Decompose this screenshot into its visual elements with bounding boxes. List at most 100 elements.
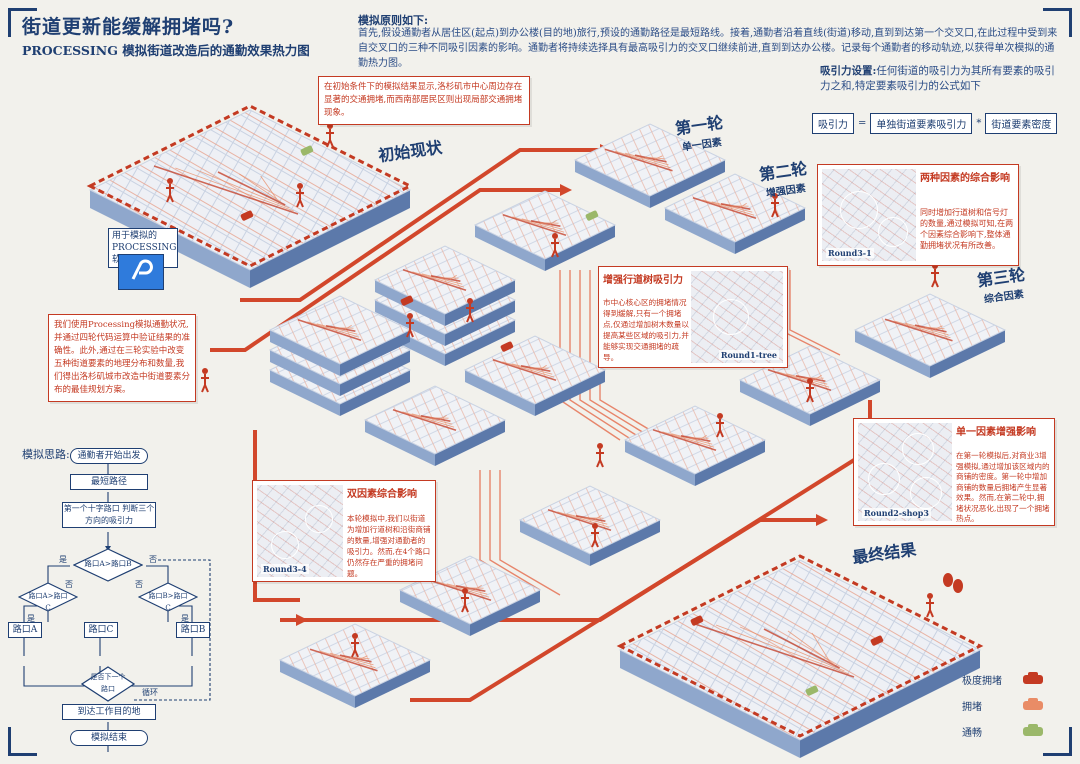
flow-line-initial-to-round1 — [240, 148, 600, 302]
heat-trail — [492, 359, 557, 381]
flow-no-1: 否 — [149, 555, 157, 564]
heat-trail — [392, 409, 457, 431]
heat-trail — [566, 513, 608, 525]
focus-circle — [902, 433, 934, 465]
person-figure-icon — [806, 378, 814, 403]
car-icon — [240, 210, 254, 221]
heat-trail — [814, 374, 822, 381]
panel-combined: Round3-1 两种因素的综合影响 同时增加行道树和信号灯的数量,通过模拟可知… — [817, 164, 1019, 266]
heat-trail — [402, 269, 467, 291]
panel-combined-text: 同时增加行道树和信号灯的数量,通过模拟可知,在两个因素综合影响下,整体通勤拥堵状… — [920, 208, 1014, 250]
focus-circle — [713, 299, 749, 335]
principle-body: 首先,假设通勤者从居住区(起点)到办公楼(目的地)旅行,预设的通勤路径是最短路线… — [358, 28, 1058, 69]
flow-node-a: 路口A — [8, 622, 42, 638]
legend-car-icon — [1023, 698, 1043, 710]
focus-circle — [305, 505, 333, 533]
heat-trail — [359, 655, 368, 660]
person-figure-icon — [351, 633, 359, 658]
person-figure-icon — [596, 443, 604, 468]
heat-trail — [316, 323, 358, 335]
board-side-left — [270, 370, 340, 416]
board-side-left — [270, 350, 340, 396]
flow-end: 模拟结束 — [70, 730, 148, 746]
heat-trail — [904, 322, 949, 336]
heat-trail — [402, 411, 455, 428]
board-side-left — [575, 160, 650, 208]
person-figure-icon — [296, 183, 304, 208]
board-round3-d — [518, 485, 662, 566]
legend-item: 通畅 — [962, 723, 1046, 739]
focus-circle — [271, 531, 299, 559]
panel-single-map: Round2-shop3 — [858, 423, 952, 521]
heat-trail — [739, 626, 845, 672]
focus-circle — [868, 463, 900, 495]
heat-trail — [624, 152, 669, 166]
flow-d2-label: 路口A>路口C — [28, 592, 68, 612]
board-round1 — [573, 123, 727, 208]
flow-node-c: 路口C — [84, 622, 118, 638]
flowchart-title: 模拟思路: — [22, 448, 70, 461]
board-side-left — [465, 370, 535, 416]
person-figure-icon — [591, 523, 599, 548]
heat-trail — [594, 514, 602, 521]
heat-trail — [691, 622, 855, 678]
heat-trail — [777, 371, 830, 388]
car-icon — [805, 685, 819, 696]
person-figure-icon — [166, 178, 174, 203]
board-round3-a — [363, 385, 507, 466]
person-figure-icon — [551, 233, 559, 258]
board-round2-c — [463, 335, 607, 416]
legend-car-icon — [1023, 672, 1043, 684]
final-barrier — [616, 554, 984, 738]
panel-single-heading: 单一因素增强影响 — [956, 427, 1036, 438]
panel-tree: Round1-tree 增强行道树吸引力 市中心核心区的拥堵情况得到缓解,只有一… — [598, 266, 788, 368]
board-side-right — [545, 225, 615, 271]
heat-trail — [217, 171, 286, 206]
board-side-left — [365, 420, 435, 466]
page-subtitle: PROCESSING 模拟街道改造后的通勤效果热力图 — [22, 43, 310, 58]
board-side-left — [665, 208, 735, 254]
label-round1: 第一轮 单一因素 — [674, 109, 727, 154]
heat-trail — [502, 361, 555, 378]
board-side-right — [695, 440, 765, 486]
heat-trail — [344, 324, 352, 331]
flow-decision-3 — [138, 582, 198, 612]
panel-tree-text: 市中心核心区的拥堵情况得到缓解,只有一个拥堵点,仅通过增加树木数量以提高某些区域… — [603, 298, 689, 362]
person-figure-icon — [931, 263, 939, 288]
person-figure-icon — [466, 298, 474, 323]
page-title: 街道更新能缓解拥堵吗? — [22, 16, 235, 38]
formula-term1: 单独街道要素吸引力 — [870, 113, 973, 134]
panel-dual: Round3-4 双因素综合影响 本轮模拟中,我们以街道为增加行道树和沿街商铺的… — [252, 480, 436, 582]
processing-logo-icon — [119, 255, 163, 289]
heat-trail — [511, 363, 553, 375]
person-figure-icon — [771, 193, 779, 218]
person-figure-icon — [201, 368, 209, 393]
heat-trail — [297, 319, 362, 341]
panel-single: Round2-shop3 单一因素增强影响 在第一轮模拟后,对商业3增强模拟,通… — [853, 418, 1055, 526]
board-top — [618, 559, 982, 741]
formula-equals: = — [858, 118, 867, 129]
attraction-body: 任何街道的吸引力为其所有要素的吸引力之和,特定要素吸引力的公式如下 — [820, 65, 1055, 92]
board-round2-a — [663, 173, 807, 254]
heat-trail — [914, 324, 947, 333]
heat-trail — [512, 216, 565, 233]
note-method: 我们使用Processing模拟通勤状况,并通过四轮代码运算中验证结果的准确性。… — [48, 314, 196, 402]
car-icon — [870, 635, 884, 646]
flow-step: 第一个十字路口 判断三个方向的吸引力 — [62, 502, 156, 528]
board-side-right — [435, 420, 505, 466]
attraction-formula: 吸引力 = 单独街道要素吸引力 * 街道要素密度 — [812, 113, 1058, 134]
heat-trail — [502, 214, 567, 236]
board-round2-b — [473, 190, 617, 271]
panel-combined-map: Round3-1 — [822, 169, 916, 261]
person-figure-icon — [461, 588, 469, 613]
heat-trail — [934, 325, 943, 330]
heat-trail — [420, 415, 451, 422]
heat-trail — [575, 515, 606, 522]
legend-item: 极度拥堵 — [962, 671, 1046, 687]
heat-trail — [530, 220, 561, 227]
focus-circle — [878, 217, 908, 247]
heat-trail — [614, 150, 671, 169]
flow-d1-label: 路口A>路口B — [84, 559, 132, 568]
panel-tree-heading: 增强行道树吸引力 — [603, 275, 683, 286]
heat-trail — [539, 364, 547, 371]
